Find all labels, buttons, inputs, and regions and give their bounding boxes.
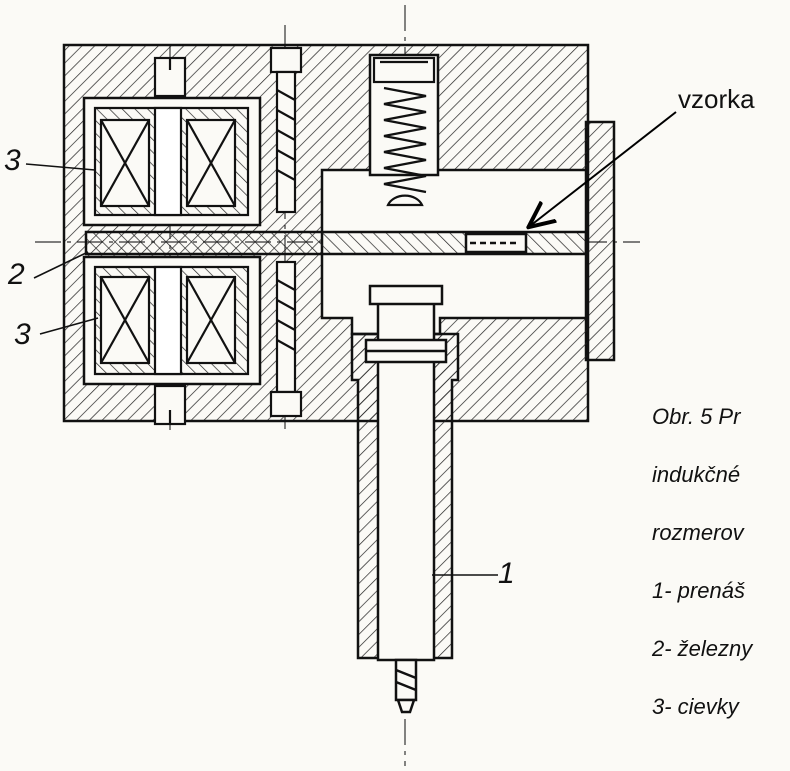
coil-label-bottom: 3 bbox=[14, 318, 31, 351]
upper-coil bbox=[93, 106, 250, 217]
leader-lines bbox=[25, 163, 498, 576]
caption-line-3: rozmerov bbox=[652, 520, 744, 545]
caption-line-2: indukčné bbox=[652, 462, 741, 487]
rod-label: 1 bbox=[498, 557, 515, 590]
caption-line-1: Obr. 5 Pr bbox=[652, 404, 741, 429]
spring-assembly bbox=[372, 56, 436, 207]
core-label: 2 bbox=[8, 258, 25, 291]
bolts bbox=[153, 46, 303, 426]
sample-label: vzorka bbox=[678, 84, 755, 114]
lower-coil bbox=[93, 265, 250, 376]
transmission-rod-assembly bbox=[350, 284, 460, 714]
iron-core bbox=[84, 230, 588, 256]
coil-label-top: 3 bbox=[4, 144, 21, 177]
caption-line-4: 1- prenáš bbox=[652, 578, 745, 603]
caption-line-5: 2- železny bbox=[652, 636, 753, 661]
right-tab bbox=[584, 120, 616, 362]
sample-arrow bbox=[530, 111, 677, 226]
caption-line-6: 3- cievky bbox=[652, 694, 739, 719]
